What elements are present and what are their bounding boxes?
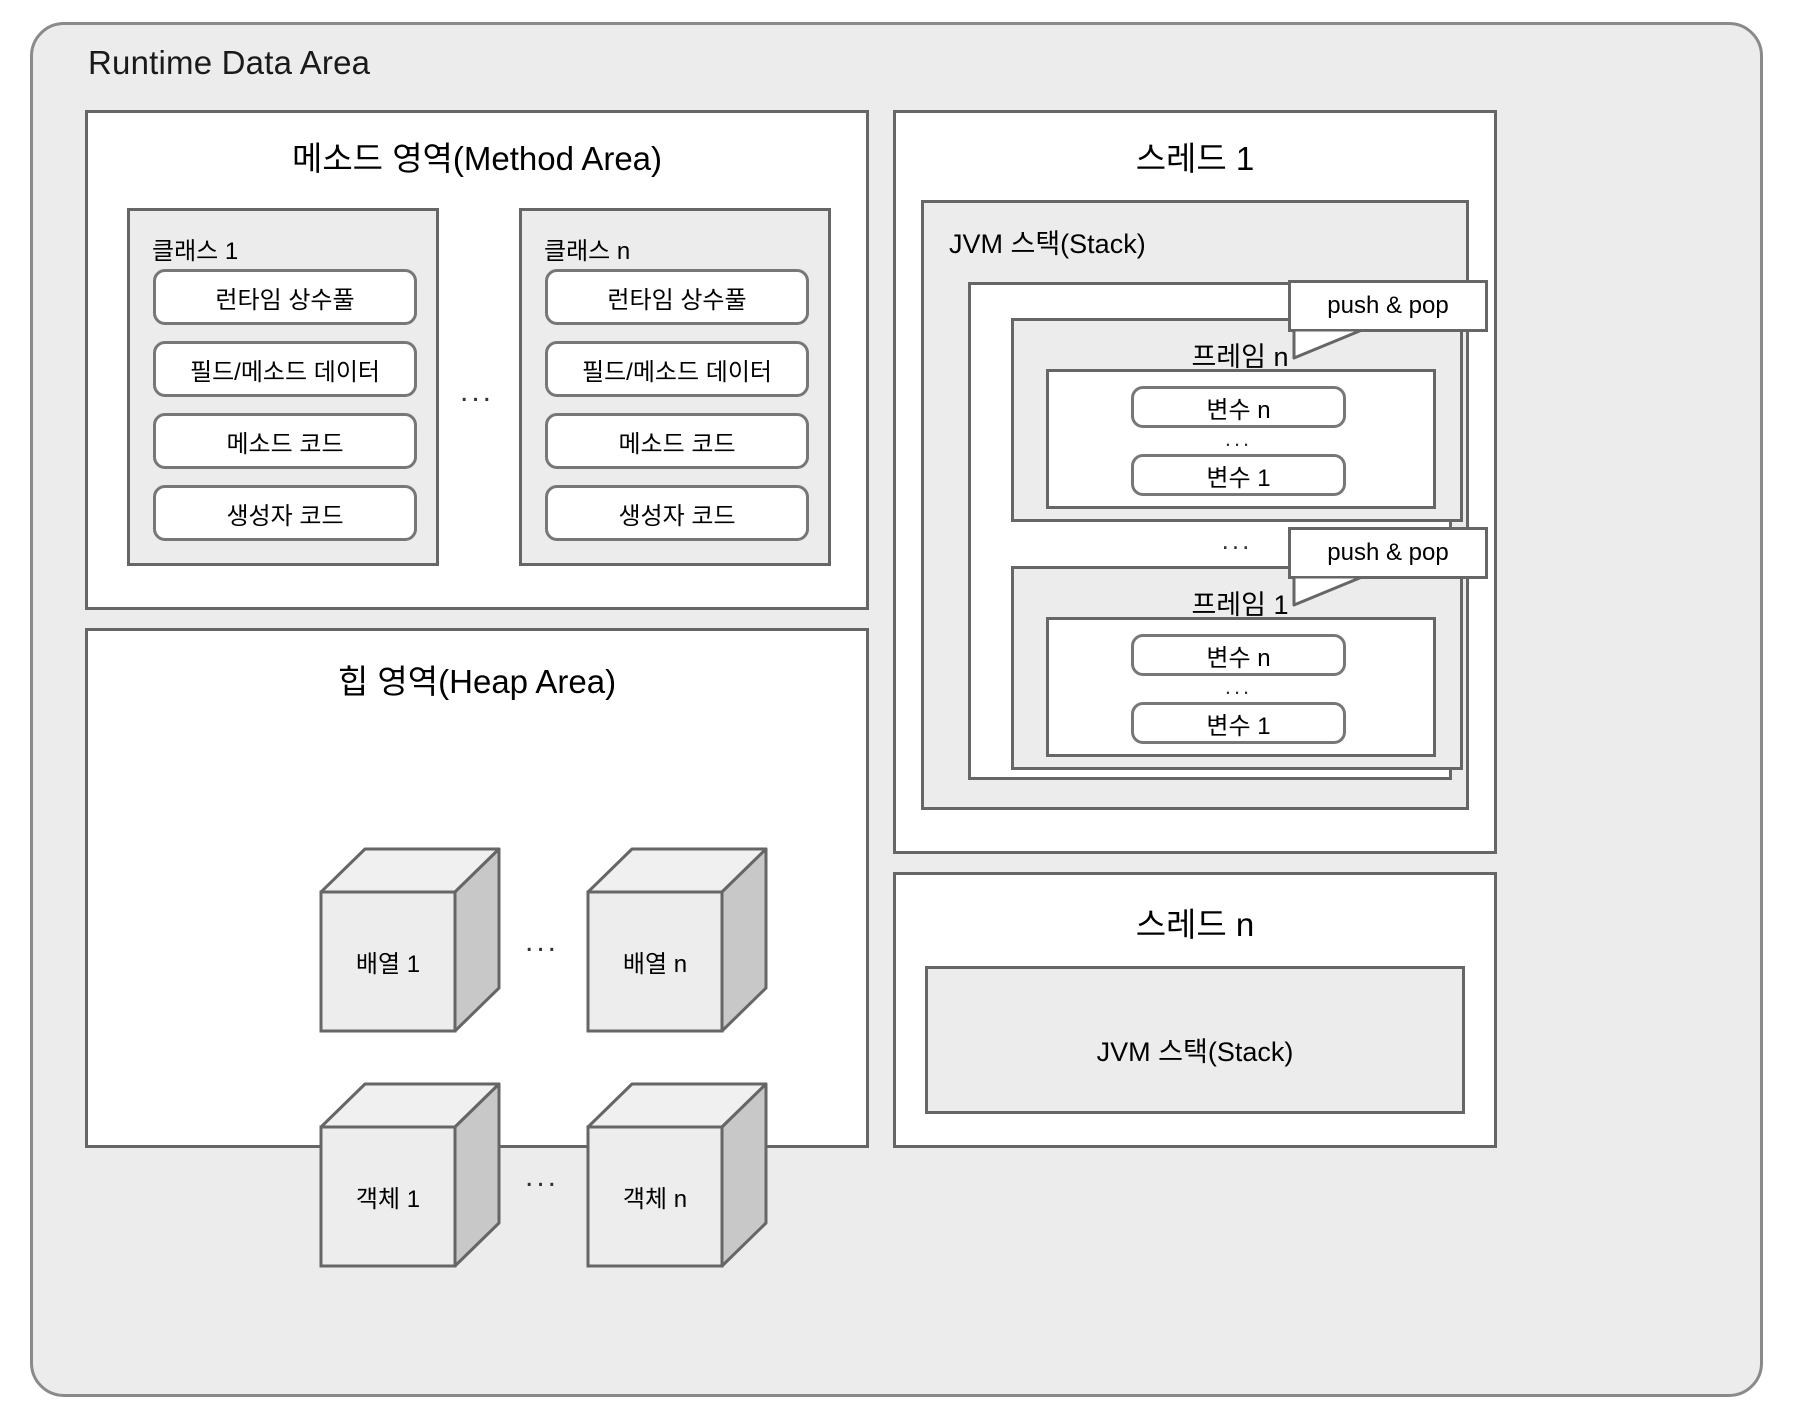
class-item-runtime-constant-pool[interactable]: 런타임 상수풀 (153, 269, 417, 325)
thread-n-jvm-stack-panel (925, 966, 1465, 1114)
class-label: 클래스 1 (152, 238, 239, 265)
cube-shape-icon (586, 847, 768, 1033)
stack-frame-label: 프레임 1 (1191, 590, 1289, 620)
local-variable-ellipsis: ... (1224, 674, 1253, 699)
class-item-constructor-code[interactable]: 생성자 코드 (545, 485, 809, 541)
thread-1-title: 스레드 1 (1135, 140, 1255, 177)
cube-shape-icon (319, 1082, 501, 1268)
class-item-constructor-code[interactable]: 생성자 코드 (153, 485, 417, 541)
stack-frame-n: 프레임 n 변수 n ... 변수 1 (1011, 318, 1463, 522)
cube-shape-icon (586, 1082, 768, 1268)
push-pop-callout-label: push & pop (1288, 527, 1488, 579)
stack-frame-1: 프레임 1 변수 n ... 변수 1 (1011, 566, 1463, 770)
method-area-title: 메소드 영역(Method Area) (291, 140, 663, 177)
thread-1-jvm-stack-label: JVM 스택(Stack) (949, 229, 1146, 259)
class-item-field-method-data[interactable]: 필드/메소드 데이터 (545, 341, 809, 397)
local-variables-panel: 변수 n ... 변수 1 (1046, 369, 1436, 509)
local-variable-1[interactable]: 변수 1 (1131, 702, 1346, 744)
heap-cube-label: 배열 1 (355, 951, 421, 978)
local-variable-1[interactable]: 변수 1 (1131, 454, 1346, 496)
push-pop-callout-frame-n: push & pop (1288, 280, 1488, 360)
heap-area-title: 힙 영역(Heap Area) (337, 663, 617, 700)
heap-cube-object-1: 객체 1 (318, 1080, 502, 1269)
heap-cube-label: 배열 n (622, 951, 688, 978)
cube-shape-icon (319, 847, 501, 1033)
callout-tail-icon (1292, 330, 1364, 360)
callout-tail-icon (1292, 577, 1364, 607)
heap-row-ellipsis-top: ... (525, 925, 560, 958)
class-box-n: 클래스 n 런타임 상수풀 필드/메소드 데이터 메소드 코드 생성자 코드 (519, 208, 831, 566)
local-variables-panel: 변수 n ... 변수 1 (1046, 617, 1436, 757)
heap-cube-label: 객체 1 (355, 1186, 421, 1213)
class-item-method-code[interactable]: 메소드 코드 (153, 413, 417, 469)
push-pop-callout-label: push & pop (1288, 280, 1488, 332)
class-item-field-method-data[interactable]: 필드/메소드 데이터 (153, 341, 417, 397)
class-item-runtime-constant-pool[interactable]: 런타임 상수풀 (545, 269, 809, 325)
stack-frame-label: 프레임 n (1191, 342, 1289, 372)
page-title: Runtime Data Area (88, 44, 371, 81)
heap-cube-label: 객체 n (622, 1186, 688, 1213)
heap-row-ellipsis-bottom: ... (525, 1160, 560, 1193)
thread-n-title: 스레드 n (1135, 906, 1255, 943)
class-label: 클래스 n (544, 238, 631, 265)
stack-frames-ellipsis: ... (1221, 525, 1253, 555)
heap-cube-array-n: 배열 n (585, 845, 769, 1034)
class-item-method-code[interactable]: 메소드 코드 (545, 413, 809, 469)
local-variable-ellipsis: ... (1224, 426, 1253, 451)
thread-n-jvm-stack-label: JVM 스택(Stack) (1096, 1037, 1294, 1067)
local-variable-n[interactable]: 변수 n (1131, 386, 1346, 428)
method-area-ellipsis: ... (459, 375, 494, 408)
push-pop-callout-frame-1: push & pop (1288, 527, 1488, 607)
heap-cube-array-1: 배열 1 (318, 845, 502, 1034)
heap-cube-object-n: 객체 n (585, 1080, 769, 1269)
local-variable-n[interactable]: 변수 n (1131, 634, 1346, 676)
class-box-1: 클래스 1 런타임 상수풀 필드/메소드 데이터 메소드 코드 생성자 코드 (127, 208, 439, 566)
